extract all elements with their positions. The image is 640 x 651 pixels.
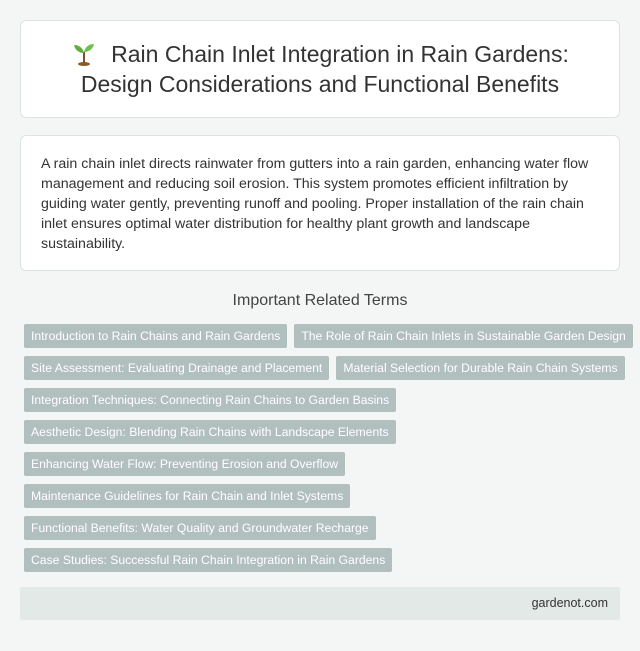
related-term-tag[interactable]: Maintenance Guidelines for Rain Chain an…	[24, 484, 351, 508]
seedling-icon	[74, 44, 95, 66]
related-term-tag[interactable]: Functional Benefits: Water Quality and G…	[24, 516, 376, 540]
related-term-tag[interactable]: Integration Techniques: Connecting Rain …	[24, 388, 397, 412]
title-card: Rain Chain Inlet Integration in Rain Gar…	[20, 20, 620, 118]
page-title-text: Rain Chain Inlet Integration in Rain Gar…	[80, 41, 569, 97]
tag-row: Site Assessment: Evaluating Drainage and…	[24, 356, 625, 380]
footer: gardenot.com	[20, 587, 620, 620]
tag-row: Introduction to Rain Chains and Rain Gar…	[24, 324, 633, 348]
tag-row: Maintenance Guidelines for Rain Chain an…	[24, 484, 624, 508]
related-term-tag[interactable]: Introduction to Rain Chains and Rain Gar…	[24, 324, 288, 348]
related-term-tag[interactable]: Case Studies: Successful Rain Chain Inte…	[24, 548, 393, 572]
summary-card: A rain chain inlet directs rainwater fro…	[20, 135, 620, 271]
tag-row: Integration Techniques: Connecting Rain …	[24, 388, 624, 412]
tag-row: Functional Benefits: Water Quality and G…	[24, 516, 624, 540]
tag-row: Case Studies: Successful Rain Chain Inte…	[24, 548, 624, 572]
related-term-tag[interactable]: Site Assessment: Evaluating Drainage and…	[24, 356, 330, 380]
page-title: Rain Chain Inlet Integration in Rain Gar…	[37, 39, 603, 99]
related-terms-list: Introduction to Rain Chains and Rain Gar…	[24, 324, 633, 580]
related-term-tag[interactable]: Aesthetic Design: Blending Rain Chains w…	[24, 420, 396, 444]
related-term-tag[interactable]: Enhancing Water Flow: Preventing Erosion…	[24, 452, 346, 476]
related-terms-heading: Important Related Terms	[232, 292, 408, 309]
tag-row: Aesthetic Design: Blending Rain Chains w…	[24, 420, 624, 444]
related-term-tag[interactable]: Material Selection for Durable Rain Chai…	[336, 356, 625, 380]
tag-row: Enhancing Water Flow: Preventing Erosion…	[24, 452, 624, 476]
related-term-tag[interactable]: The Role of Rain Chain Inlets in Sustain…	[294, 324, 633, 348]
footer-site-link[interactable]: gardenot.com	[531, 596, 608, 610]
summary-text: A rain chain inlet directs rainwater fro…	[41, 156, 589, 252]
